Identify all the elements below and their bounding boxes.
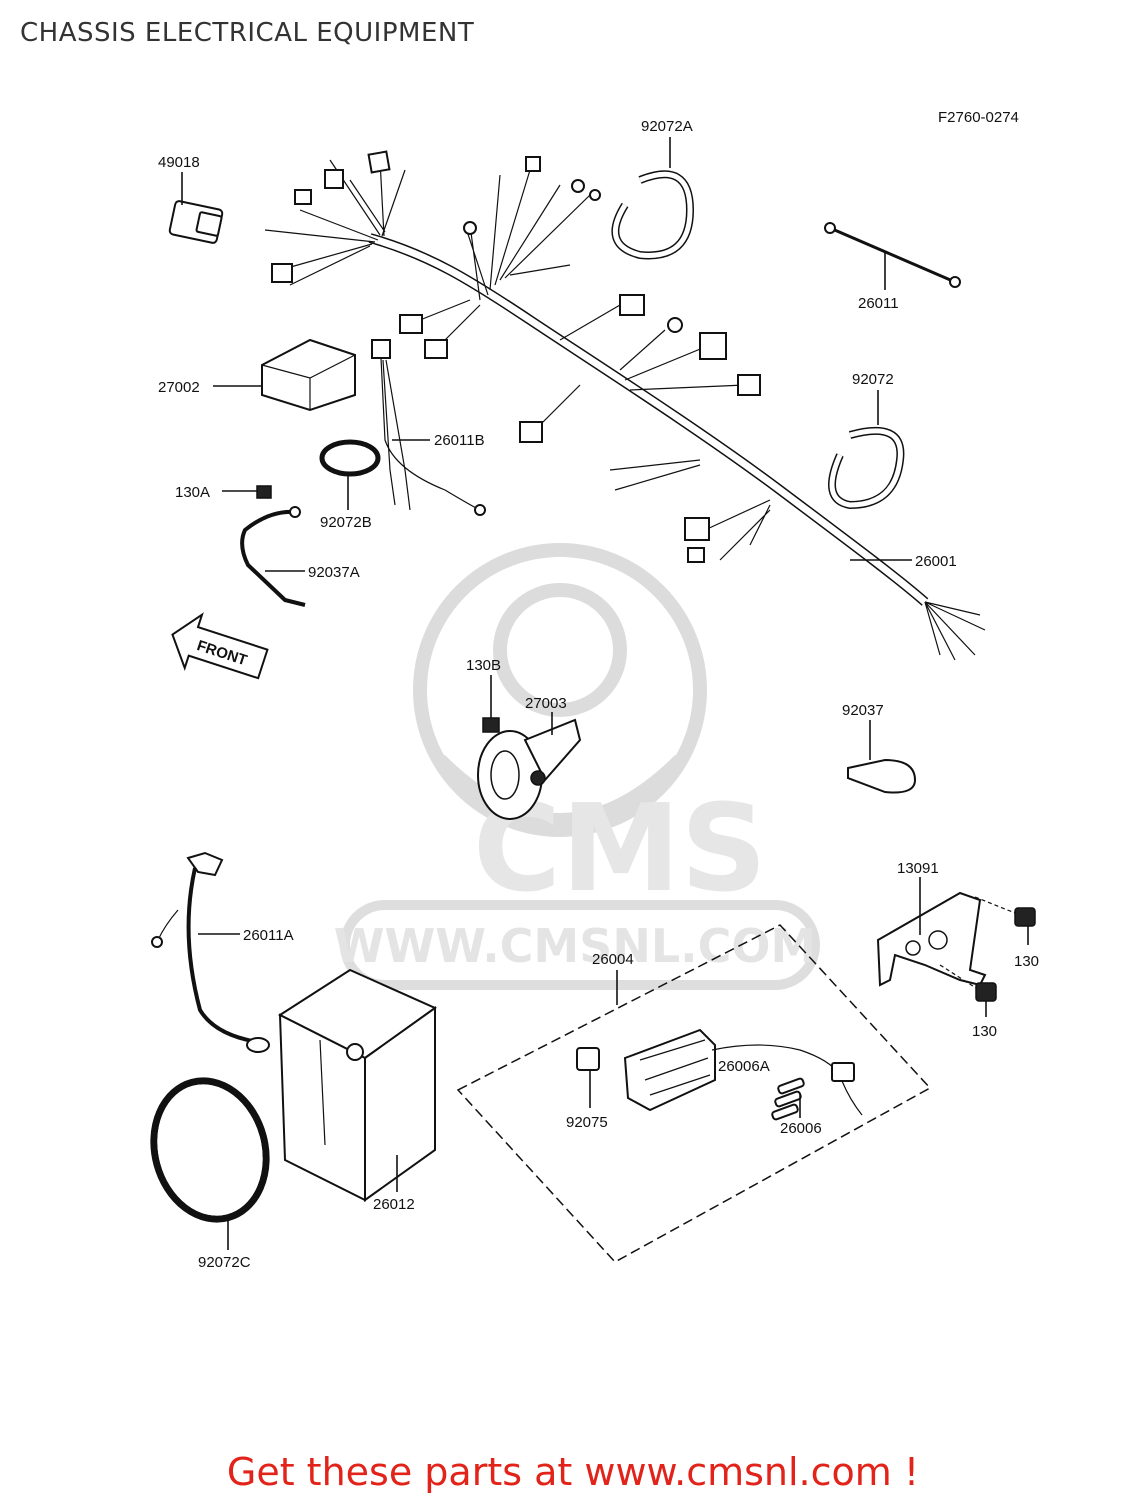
callout-13091: 13091: [897, 860, 939, 877]
part-13091[interactable]: [876, 877, 987, 987]
callout-26011B: 26011B: [434, 432, 485, 449]
part-26004[interactable]: [456, 924, 932, 1263]
front-arrow: FRONT: [171, 612, 269, 680]
callout-92075: 92075: [566, 1114, 608, 1131]
part-26006A[interactable]: [623, 1028, 863, 1116]
callout-92072: 92072: [852, 371, 894, 388]
callout-92072B: 92072B: [320, 514, 372, 531]
part-26011B[interactable]: [371, 339, 486, 516]
callout-26011: 26011: [858, 295, 899, 312]
part-92072A[interactable]: [611, 137, 695, 260]
callout-26001: 26001: [915, 553, 957, 570]
callout-92037A: 92037A: [308, 564, 360, 581]
callout-92072A: 92072A: [641, 118, 693, 135]
part-27003[interactable]: [477, 712, 582, 820]
part-130A[interactable]: [222, 485, 272, 499]
part-92072C[interactable]: [139, 1068, 281, 1250]
part-26006[interactable]: [771, 1077, 805, 1121]
callout-92037: 92037: [842, 702, 884, 719]
part-130-upper[interactable]: [974, 896, 1036, 945]
callout-26006A: 26006A: [718, 1058, 770, 1075]
page-title: CHASSIS ELECTRICAL EQUIPMENT: [20, 18, 475, 48]
callout-130-upper: 130: [1014, 953, 1039, 970]
part-26001[interactable]: [264, 150, 986, 661]
ref-code: F2760-0274: [938, 109, 1019, 126]
part-26011[interactable]: [824, 222, 961, 290]
callout-27002: 27002: [158, 379, 200, 396]
part-92037A[interactable]: [240, 506, 306, 607]
footer-cta[interactable]: Get these parts at www.cmsnl.com !: [226, 1450, 920, 1494]
watermark: CMS WWW.CMSNL.COM: [334, 543, 820, 990]
callout-130A: 130A: [175, 484, 210, 501]
part-92072[interactable]: [828, 390, 905, 510]
watermark-url: WWW.CMSNL.COM: [334, 919, 817, 973]
callout-130B: 130B: [466, 657, 501, 674]
part-92037[interactable]: [847, 720, 917, 794]
part-130-lower[interactable]: [939, 964, 997, 1017]
callout-26004: 26004: [592, 951, 634, 968]
part-26011A[interactable]: [151, 851, 270, 1053]
callout-26012: 26012: [373, 1196, 415, 1213]
part-49018[interactable]: [168, 172, 224, 244]
callout-26011A: 26011A: [243, 927, 294, 944]
part-130B[interactable]: [482, 675, 500, 733]
part-26012[interactable]: [277, 968, 438, 1202]
part-92072B[interactable]: [319, 439, 381, 510]
callout-26006: 26006: [780, 1120, 822, 1137]
callout-92072C: 92072C: [198, 1254, 251, 1271]
part-92075[interactable]: [576, 1047, 600, 1108]
callout-27003: 27003: [525, 695, 567, 712]
part-27002[interactable]: [213, 338, 356, 412]
callout-49018: 49018: [158, 154, 200, 171]
callout-130-lower: 130: [972, 1023, 997, 1040]
